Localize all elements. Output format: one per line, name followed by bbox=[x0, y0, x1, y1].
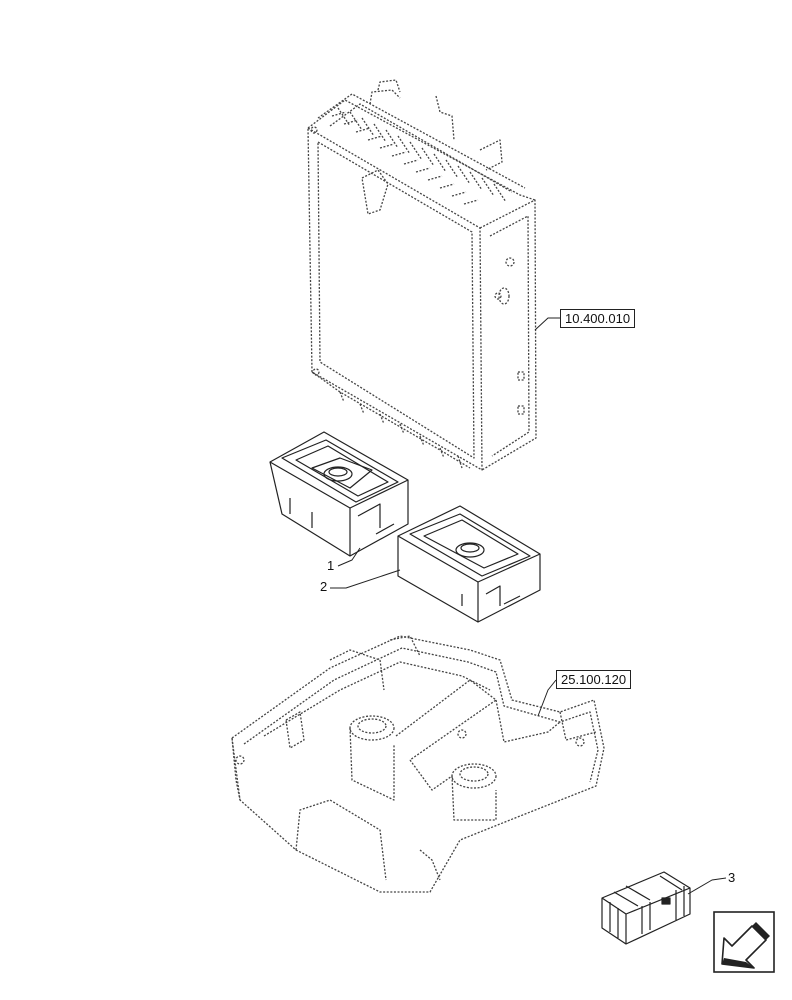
front-axle-support bbox=[231, 635, 605, 893]
support-pad-1 bbox=[269, 431, 409, 557]
radiator-reference-label[interactable]: 10.400.010 bbox=[560, 309, 636, 328]
callout-item-1: 1 bbox=[327, 558, 335, 573]
callout-item-3: 3 bbox=[728, 870, 736, 885]
radiator-assembly bbox=[307, 79, 537, 471]
kit-box bbox=[601, 871, 691, 945]
arrow-down-left-icon[interactable] bbox=[713, 911, 775, 973]
axle-reference-label[interactable]: 25.100.120 bbox=[556, 670, 632, 689]
callout-item-2: 2 bbox=[320, 579, 328, 594]
support-pad-2 bbox=[397, 505, 541, 623]
